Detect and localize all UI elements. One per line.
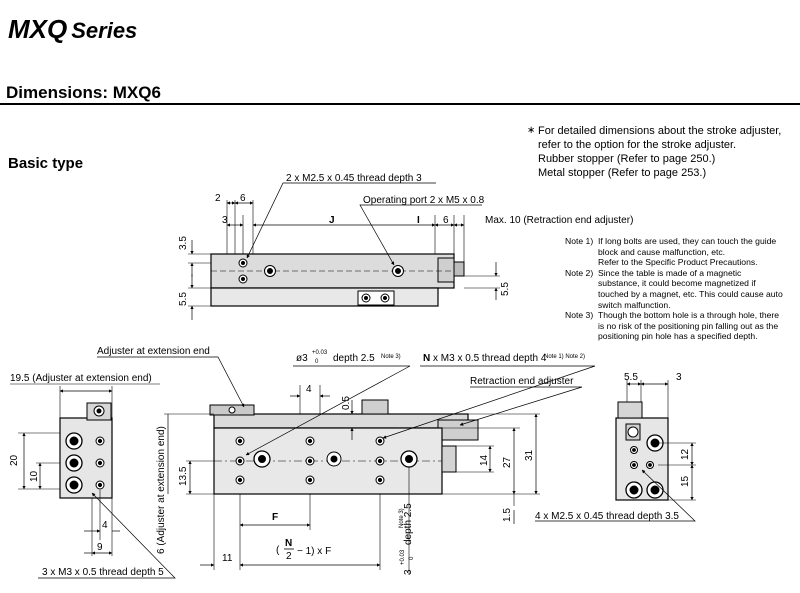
note-line: positioning pin hole has a specified dep… [598, 331, 758, 342]
note-line: touched by a magnet, etc. This could cau… [598, 288, 783, 299]
note-line: block and cause malfunction, etc. [598, 246, 726, 257]
top-view-labels: 2 x M2.5 x 0.45 thread depth 3 Operating… [178, 173, 633, 306]
basic-type-heading: Basic type [8, 155, 84, 172]
dim-12: 12 [680, 448, 691, 460]
dim-31: 31 [524, 449, 535, 461]
top-view-table [210, 287, 439, 307]
pin-note-vertical: Note 3) [399, 508, 405, 528]
note-label: Note 1) [565, 236, 594, 246]
dim-2: 2 [215, 193, 221, 204]
right-thread-label: 4 x M2.5 x 0.45 thread depth 3.5 [535, 511, 679, 522]
dim-20: 20 [9, 454, 20, 466]
dim-10: 10 [29, 470, 40, 482]
ext-adjuster-label: 19.5 (Adjuster at extension end) [10, 373, 152, 384]
note-line: is no risk of the positioning pin fallin… [598, 320, 779, 331]
dim-3: 3 [676, 372, 682, 383]
n-thread-label: x M3 x 0.5 thread depth 4 [433, 353, 547, 364]
operating-port-label: Operating port 2 x M5 x 0.8 [363, 195, 485, 206]
dim-6: 6 [240, 193, 246, 204]
stroke-note-line: Rubber stopper (Refer to page 250.) [538, 153, 716, 165]
formula-paren: ( [276, 545, 280, 556]
dim-J: J [329, 215, 335, 226]
front-view [97, 356, 596, 575]
dimensions-title: Dimensions: MXQ6 [6, 83, 161, 102]
note-1: Note 1) If long bolts are used, they can… [565, 236, 783, 268]
dim-9: 9 [97, 542, 103, 553]
left-side-view-labels: 19.5 (Adjuster at extension end) 20 10 4… [9, 373, 164, 578]
stroke-note-line: For detailed dimensions about the stroke… [538, 125, 782, 137]
pin-tolerance-upper: +0.03 [312, 350, 328, 356]
dim-4: 4 [102, 520, 108, 531]
formula-N: N [285, 538, 292, 549]
pin-tol-vertical-lower: 0 [409, 556, 415, 560]
dim-0-5: 0.5 [341, 396, 352, 410]
dim-6: 6 [443, 215, 449, 226]
extension-adjuster-label: Adjuster at extension end [97, 346, 210, 357]
pin-hole-diameter: ø3 [296, 353, 308, 364]
dim-11: 11 [222, 553, 233, 564]
dim-5-5: 5.5 [178, 292, 189, 306]
pin-hole-depth: depth 2.5 [333, 353, 375, 364]
note-line: Since the table is made of a magnetic [598, 267, 742, 278]
title-rule [0, 103, 800, 105]
dim-5-5: 5.5 [500, 282, 511, 296]
pin-hole-note-ref: Note 3) [381, 354, 401, 360]
pin-tol-vertical-upper: +0.03 [400, 549, 406, 565]
side-thread-label: 3 x M3 x 0.5 thread depth 5 [42, 567, 164, 578]
right-view-body [615, 417, 669, 501]
dim-I: I [417, 215, 420, 226]
stroke-note-line: Metal stopper (Refer to page 253.) [538, 167, 707, 179]
front-view-labels: Adjuster at extension end ø3 +0.03 0 dep… [97, 346, 585, 575]
dim-14: 14 [479, 454, 490, 466]
dim-5-5: 5.5 [624, 372, 638, 383]
series-word: Series [71, 18, 138, 43]
dim-27: 27 [502, 456, 513, 468]
dim-F: F [272, 512, 278, 523]
note-line: If long bolts are used, they can touch t… [598, 236, 777, 246]
dim-4: 4 [306, 384, 312, 395]
right-side-view [535, 380, 696, 522]
notes-block: Note 1) If long bolts are used, they can… [565, 236, 783, 342]
pin-depth-vertical-rest: depth 2.5 [403, 503, 414, 545]
dim-13-5: 13.5 [178, 466, 189, 486]
ext-adjuster-vertical: 6 (Adjuster at extension end) [156, 426, 167, 554]
dim-15: 15 [680, 475, 691, 487]
pin-depth-vertical: 3 [403, 569, 414, 575]
top-view-end-block [437, 257, 455, 283]
top-thread-label: 2 x M2.5 x 0.45 thread depth 3 [286, 173, 422, 184]
note-line: substance, it could become magnetized if [598, 278, 756, 289]
top-view-adjuster [453, 261, 465, 277]
dim-1-5: 1.5 [502, 508, 513, 522]
asterisk-icon: ∗ [527, 125, 536, 136]
series-code: MXQ [8, 14, 68, 44]
dim-3-5: 3.5 [178, 236, 189, 250]
top-view [188, 182, 500, 320]
dim-3: 3 [222, 215, 228, 226]
note-label: Note 2) [565, 267, 594, 278]
n-thread-note-ref: Note 1) Note 2) [544, 354, 585, 360]
pin-tolerance-lower: 0 [315, 359, 319, 365]
left-side-view [10, 383, 176, 579]
note-3: Note 3) Though the bottom hole is a thro… [565, 310, 783, 342]
front-view-table [213, 413, 469, 429]
formula-2: 2 [286, 551, 292, 562]
right-side-view-labels: 5.5 3 12 15 4 x M2.5 x 0.45 thread depth… [535, 372, 691, 522]
max-retraction-label: Max. 10 (Retraction end adjuster) [485, 215, 633, 226]
note-line: Refer to the Specific Product Precaution… [598, 257, 758, 268]
stroke-adjuster-note: ∗ For detailed dimensions about the stro… [527, 124, 781, 180]
formula-rest: − 1) x F [297, 546, 331, 557]
n-holes-label: N [423, 353, 430, 364]
note-line: Though the bottom hole is a through hole… [598, 310, 780, 321]
note-2: Note 2) Since the table is made of a mag… [565, 268, 783, 310]
stroke-note-line: refer to the option for the stroke adjus… [538, 139, 737, 151]
retraction-adjuster-label: Retraction end adjuster [470, 376, 574, 387]
note-label: Note 3) [565, 310, 594, 321]
note-line: switch malfunction. [598, 299, 671, 310]
retraction-adjuster [437, 419, 479, 441]
